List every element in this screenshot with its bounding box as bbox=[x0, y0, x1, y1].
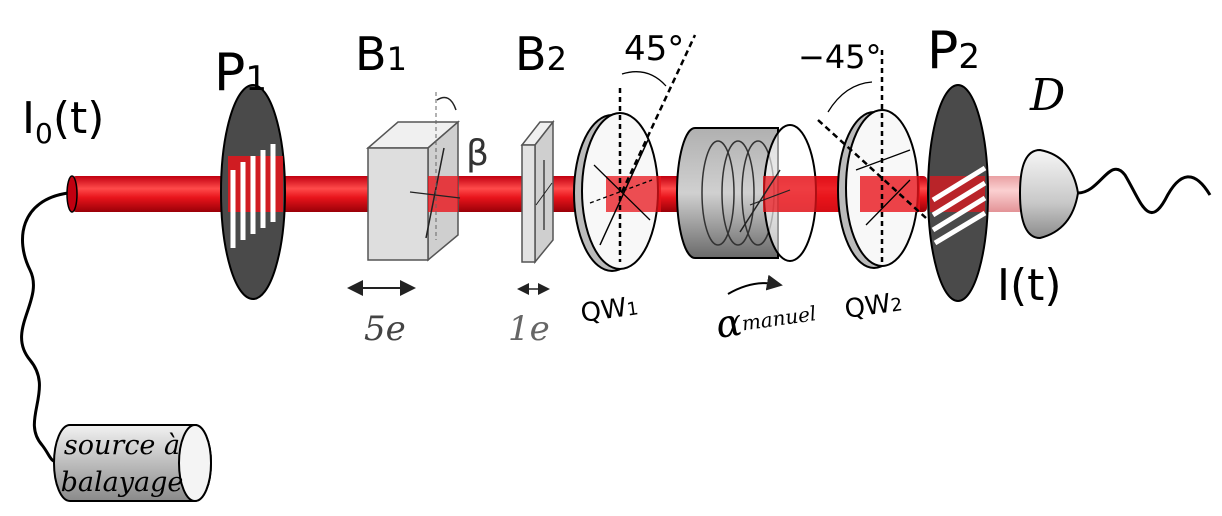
birefringent2-label: B2 bbox=[515, 27, 567, 81]
fiber-cable bbox=[20, 191, 69, 464]
source-label-line1: source à bbox=[64, 430, 180, 461]
quarter-wave-plate-qw1 bbox=[573, 34, 697, 272]
detector-label: D bbox=[1029, 70, 1065, 121]
birefringent-plate-b1 bbox=[365, 92, 461, 262]
source-label-line2: balayage bbox=[61, 467, 184, 498]
thickness-arrows bbox=[347, 280, 550, 296]
qw1-label: QW1 bbox=[579, 291, 640, 329]
qw2-label: QW2 bbox=[843, 287, 904, 325]
detector bbox=[1018, 148, 1212, 240]
birefringent-plate-b2 bbox=[520, 119, 555, 265]
output-intensity-label: I(t) bbox=[997, 260, 1062, 311]
b2-thickness-label: 1e bbox=[508, 309, 550, 349]
source-intensity-label: I0(t) bbox=[22, 93, 104, 150]
quarter-wave-plate-qw2 bbox=[817, 50, 927, 269]
qw2-angle-label: −45° bbox=[798, 38, 882, 76]
alpha-manual-label: αmanuel bbox=[713, 289, 819, 347]
scanning-source: source à balayage bbox=[53, 424, 212, 502]
polarizer2-label: P2 bbox=[927, 21, 980, 81]
polarizer-p1 bbox=[220, 84, 286, 300]
manual-rotator bbox=[676, 124, 838, 295]
b1-thickness-label: 5e bbox=[364, 309, 406, 349]
polarizer-p2 bbox=[927, 84, 989, 302]
polarizer1-label: P1 bbox=[214, 43, 267, 103]
birefringent1-label: B1 bbox=[355, 27, 407, 81]
qw1-angle-label: 45° bbox=[624, 29, 684, 69]
beta-angle-label: β bbox=[466, 133, 489, 174]
